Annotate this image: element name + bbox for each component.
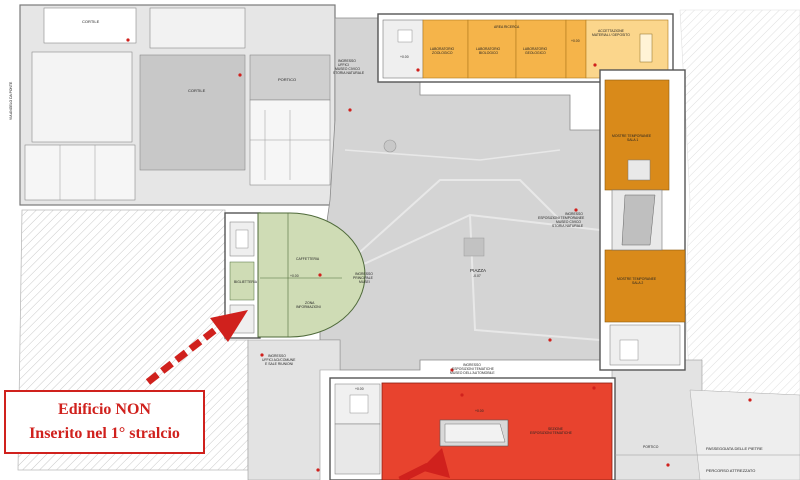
label-cortile: CORTILE <box>188 88 206 93</box>
label-ingresso-uffici-1: INGRESSO <box>338 59 356 63</box>
piazza-area <box>319 17 606 371</box>
label-ingresso-esp-3: MUSEO CIVICO <box>556 220 581 224</box>
label-ingresso-auto-1: INGRESSO <box>463 363 481 367</box>
callout-line-1: Edificio NON <box>58 401 151 418</box>
level-auto: +0.00 <box>355 387 364 391</box>
label-piazza: PIAZZA <box>470 268 487 273</box>
label-ingresso-uffici-4: STORIA NATURALE <box>333 71 365 75</box>
level-uffici: +0.00 <box>400 55 409 59</box>
label-ingresso-princ-3: MUSEI <box>359 280 370 284</box>
label-via: VIA ANGELO DA PONTE <box>9 81 13 120</box>
label-lab-geo-1: LABORATORIO <box>523 47 548 51</box>
label-ingresso-esp-2: ESPOSIZIONI TEMPORANEE <box>538 216 585 220</box>
label-cortile-top: CORTILE <box>82 19 100 24</box>
label-lab-geo-2: GEOLOGICO <box>525 51 546 55</box>
label-ingresso-uffici-3: MUSEO CIVICO <box>335 67 360 71</box>
level-sezione: +0.00 <box>475 409 484 413</box>
pointer-arrow-upper <box>145 310 248 385</box>
label-percorso: PERCORSO ATTREZZATO <box>706 468 755 473</box>
label-ingresso-uffici-bot-2: UFFICI ACI/COMUNE <box>262 358 296 362</box>
label-ingresso-esp-4: STORIA NATURALE <box>552 224 584 228</box>
label-sezione-2: ESPOSIZIONI TEMATICHE <box>530 431 573 435</box>
label-zona-info-1: ZONA <box>305 301 315 305</box>
walking-path-markers <box>126 38 752 472</box>
label-lab-bio-2: BIOLOGICO <box>479 51 498 55</box>
label-ingresso-uffici-bot-1: INGRESSO <box>268 354 286 358</box>
label-mostre2-2: SALA 2 <box>632 281 643 285</box>
label-ingresso-auto-3: MUSEO DELL'AUTOMOBILE <box>450 371 495 375</box>
pointer-arrow-lower <box>398 448 450 480</box>
label-portico-bottom: PORTICO <box>643 445 659 449</box>
label-mostre1-1: MOSTRE TEMPORANEE <box>612 134 652 138</box>
label-caffetteria: CAFFETTERIA <box>296 257 320 261</box>
sezione-tematiche-building <box>329 377 616 480</box>
label-mostre1-2: SALA 1 <box>627 138 638 142</box>
label-ingresso-uffici-2: UFFICI <box>338 63 349 67</box>
pavement-left <box>247 339 703 480</box>
label-biglietteria: BIGLIETTERIA <box>234 280 258 284</box>
label-accettazione-2: MATERIALI / DEPOSITO <box>592 33 630 37</box>
label-passeggiata: PASSEGGIATA DELLE PIETRE <box>706 446 763 451</box>
label-ingresso-uffici-bot-3: E SALE RIUNIONI <box>265 362 293 366</box>
label-ingresso-auto-2: ESPOSIZIONI TEMATICHE <box>452 367 495 371</box>
label-zona-info-2: INFORMAZIONI <box>296 305 321 309</box>
level-caffetteria: +0.00 <box>290 274 299 278</box>
label-sezione-1: SEZIONE <box>548 427 564 431</box>
label-ingresso-princ-2: PRINCIPALE <box>353 276 374 280</box>
label-accettazione-1: ACCETTAZIONE <box>598 29 625 33</box>
label-lab-zoo-1: LABORATORIO <box>430 47 455 51</box>
label-lab-bio-1: LABORATORIO <box>476 47 501 51</box>
road-right <box>615 389 800 480</box>
callout-box: Edificio NON Inserito nel 1° stralcio <box>4 390 205 454</box>
level-ricerca: +0.00 <box>571 39 580 43</box>
label-area-ricerca: AREA RICERCA <box>494 25 520 29</box>
label-ingresso-esp-1: INGRESSO <box>565 212 583 216</box>
label-ingresso-princ-1: INGRESSO <box>355 272 373 276</box>
label-lab-zoo-2: ZOOLOGICO <box>432 51 453 55</box>
callout-line-2: Inserito nel 1° stralcio <box>29 425 180 442</box>
plan-labels: CORTILE CORTILE PORTICO INGRESSO UFFICI … <box>9 19 763 473</box>
label-mostre2-1: MOSTRE TEMPORANEE <box>617 277 657 281</box>
level-piazza: -0.07 <box>473 274 481 278</box>
mostre-temporanee-building <box>599 69 686 371</box>
palazzo-cortile-building <box>19 4 336 206</box>
label-portico-top: PORTICO <box>278 77 296 82</box>
area-ricerca-building <box>377 13 674 83</box>
